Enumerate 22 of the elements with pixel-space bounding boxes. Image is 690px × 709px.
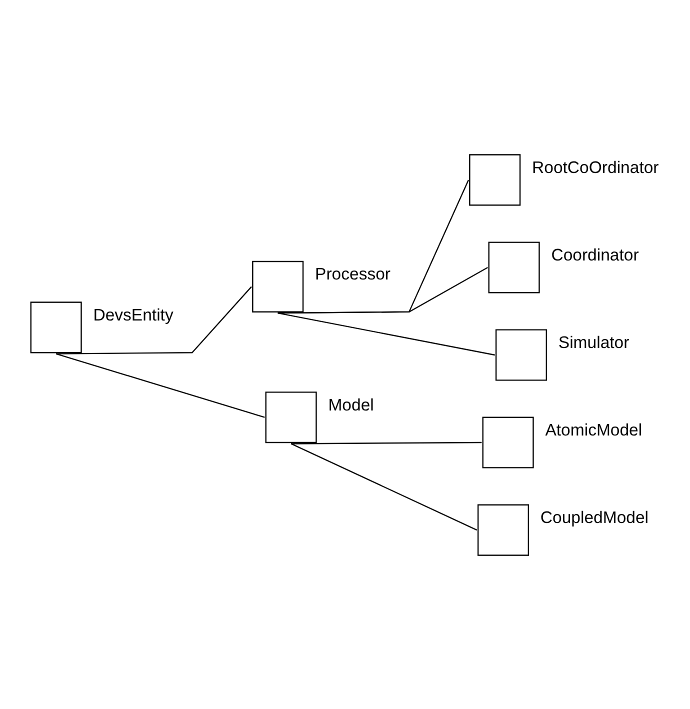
node-box bbox=[252, 260, 304, 312]
node-label: Processor bbox=[315, 264, 391, 284]
node-box bbox=[265, 391, 317, 443]
connector bbox=[278, 312, 495, 356]
node-label: AtomicModel bbox=[545, 420, 642, 440]
connector bbox=[278, 266, 488, 314]
connector bbox=[291, 441, 482, 444]
node-label: CoupledModel bbox=[540, 508, 649, 527]
node-box bbox=[495, 328, 548, 380]
node-box bbox=[488, 241, 540, 293]
node-box bbox=[30, 301, 82, 353]
node-label: RootCoOrdinator bbox=[532, 158, 659, 177]
node-label: Coordinator bbox=[551, 245, 639, 264]
node-label: DevsEntity bbox=[93, 304, 174, 324]
connector bbox=[56, 286, 252, 354]
node-label: Simulator bbox=[558, 332, 630, 352]
connector bbox=[290, 442, 478, 530]
connector bbox=[56, 352, 265, 418]
node-box bbox=[477, 504, 530, 556]
node-label: Model bbox=[328, 394, 374, 414]
node-box bbox=[482, 416, 534, 468]
node-box bbox=[469, 154, 521, 206]
